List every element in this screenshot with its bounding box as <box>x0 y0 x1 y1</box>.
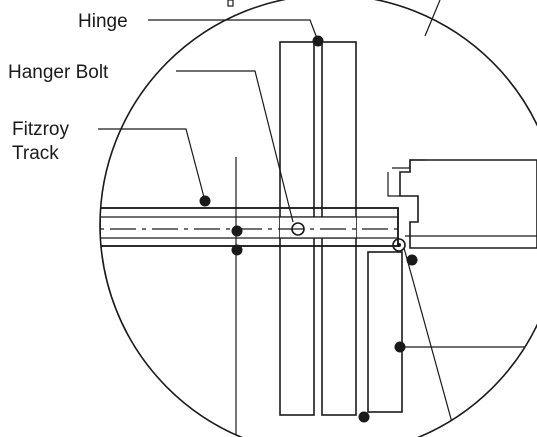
top-mark <box>227 0 234 7</box>
bottom-dot <box>358 411 370 423</box>
door-panel-offset <box>367 251 403 413</box>
track-dot-lower <box>231 244 243 256</box>
hanger-bolt-leader-line <box>176 70 294 223</box>
track-dot-upper <box>231 225 243 237</box>
wall-section <box>399 159 537 249</box>
frame-dot <box>406 254 418 266</box>
callout-line-top-right <box>424 0 441 37</box>
label-fitzroy: Fitzroy <box>12 119 70 140</box>
label-hanger-bolt: Hanger Bolt <box>8 62 109 83</box>
hanger-bolt-symbol <box>291 222 305 236</box>
label-hinge: Hinge <box>78 11 128 32</box>
hinge-leader-line <box>148 19 319 42</box>
pivot-centre <box>397 243 401 247</box>
pivot-leader-line <box>403 247 457 437</box>
fitzroy-track-leader-line <box>98 128 206 202</box>
track-rail-outline <box>100 207 399 247</box>
track-gap-fill <box>280 217 356 238</box>
wall-rebate-line <box>387 172 400 197</box>
wall-edge-step <box>392 159 425 169</box>
label-track: Track <box>12 143 59 164</box>
pivot-symbol <box>392 238 406 252</box>
